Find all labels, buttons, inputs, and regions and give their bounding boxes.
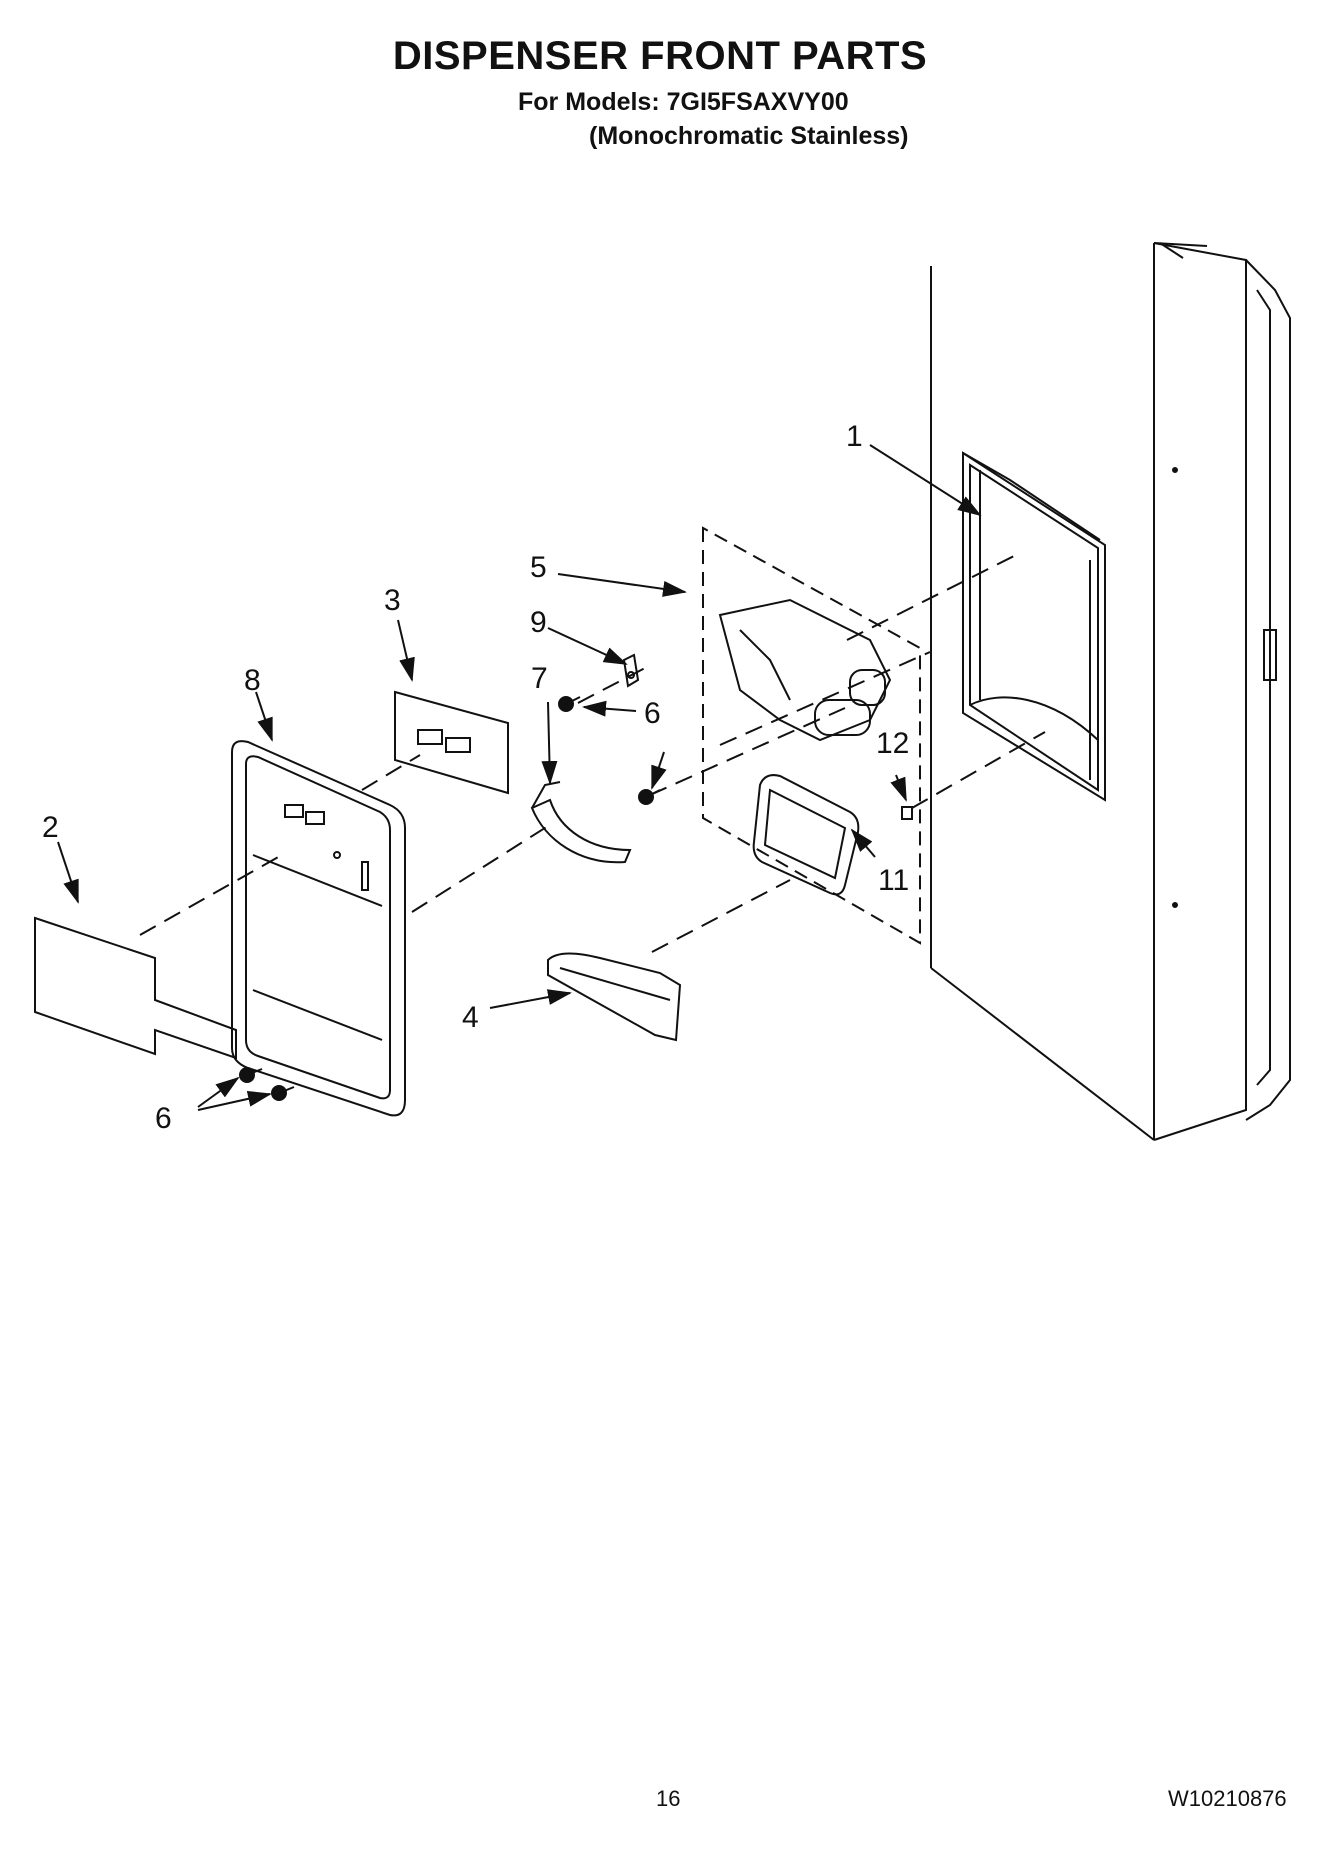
part-9-clip xyxy=(622,653,640,688)
callout-2: 2 xyxy=(42,811,59,844)
callout-4: 4 xyxy=(462,1001,479,1034)
callout-1: 1 xyxy=(846,420,863,453)
part-8-front-frame xyxy=(231,740,406,1117)
refrigerator-door xyxy=(930,242,1291,1141)
assembly-group-dashed-box xyxy=(702,526,921,945)
part-11-paddle xyxy=(752,774,860,896)
part-1-dispenser-housing xyxy=(962,451,1106,802)
assembly-lines xyxy=(139,552,1046,953)
part-7-bracket xyxy=(530,781,632,864)
page-number: 16 xyxy=(656,1786,681,1811)
leader-arrows xyxy=(57,444,982,1111)
callout-8: 8 xyxy=(244,664,261,697)
callout-3: 3 xyxy=(384,584,401,617)
callout-12: 12 xyxy=(876,727,909,760)
document-number: W10210876 xyxy=(1168,1786,1287,1811)
models-line: For Models: 7GI5FSAXVY00 xyxy=(518,88,849,116)
callout-6-lower: 6 xyxy=(155,1102,172,1135)
page-title: DISPENSER FRONT PARTS xyxy=(392,34,928,78)
part-6-screws xyxy=(239,696,661,1101)
part-5-dispenser-assembly xyxy=(718,598,892,742)
callout-7: 7 xyxy=(531,662,548,695)
part-4-drip-tray xyxy=(547,952,682,1042)
callout-6-upper: 6 xyxy=(644,697,661,730)
callout-5: 5 xyxy=(530,551,547,584)
variant-line: (Monochromatic Stainless) xyxy=(589,122,909,150)
callout-9: 9 xyxy=(530,606,547,639)
part-12-clip xyxy=(901,806,913,820)
part-2-panel xyxy=(34,916,237,1060)
callout-11: 11 xyxy=(878,864,909,897)
part-3-control-board xyxy=(394,690,509,795)
